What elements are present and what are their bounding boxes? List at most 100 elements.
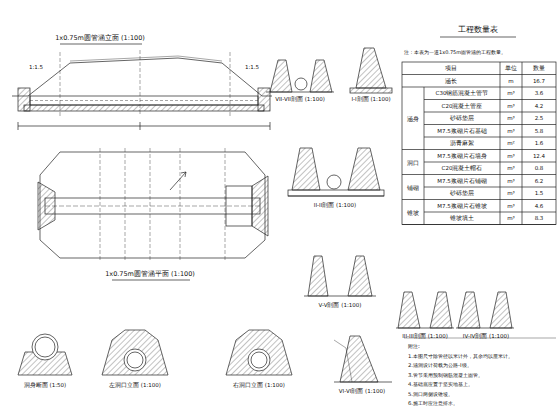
drawing-stroke <box>125 148 126 262</box>
table-cell: 2.5 <box>535 115 544 121</box>
drawing-stroke <box>225 148 226 262</box>
drawing-stroke <box>348 148 380 190</box>
drawing-stroke <box>348 256 372 296</box>
table-cell: 1.6 <box>535 140 544 146</box>
drawing-stroke <box>402 174 556 175</box>
drawing-stroke <box>424 187 556 188</box>
table-cell: C20混凝土管座 <box>442 103 483 109</box>
drawing-stroke <box>251 352 267 368</box>
table-cell: 12.4 <box>533 153 545 159</box>
drawing-stroke <box>12 58 272 96</box>
table-cell: 16.7 <box>533 78 545 84</box>
table-cell: M7.5浆砌片石墙身 <box>437 153 487 159</box>
table-cell: m³ <box>507 115 515 121</box>
drawing-stroke <box>304 296 376 297</box>
drawing-stroke <box>440 37 516 38</box>
drawing-stroke <box>288 190 384 196</box>
table-cell: M7.5浆砌片石基础 <box>437 128 487 134</box>
table-cell: m³ <box>507 128 515 134</box>
view-title: 洞身断面 (1:50) <box>24 382 66 388</box>
table-cell: m <box>508 78 513 84</box>
table-cell: m³ <box>507 215 515 221</box>
drawing-stroke <box>100 148 101 262</box>
table-cell: 4.6 <box>535 203 544 209</box>
drawing-stroke <box>127 352 143 368</box>
drawing-stroke <box>424 212 556 213</box>
drawing-stroke <box>340 336 378 382</box>
drawing-stroke <box>124 349 146 371</box>
drawing-stroke <box>350 88 392 93</box>
table-cell: 沥青麻絮 <box>450 140 474 146</box>
section-title: VII-VII剖面 (1:100) <box>275 96 325 102</box>
section-views <box>266 48 514 382</box>
drawing-stroke <box>522 62 523 225</box>
table-cell: m³ <box>507 190 515 196</box>
drawing-stroke <box>32 334 58 360</box>
view-title: 1x0.75m圆管涵平面 (1:100) <box>105 271 195 278</box>
table-cell: m³ <box>507 153 515 159</box>
drawing-stroke <box>180 148 181 262</box>
drawing-stroke <box>35 337 55 357</box>
table-cell: 锥坡填土 <box>450 215 474 221</box>
drawing-stroke <box>424 137 556 138</box>
table-grid <box>402 62 556 225</box>
drawing-stroke <box>60 52 61 116</box>
drawing-stroke <box>226 186 252 226</box>
table-cell: C20混凝土帽石 <box>442 165 483 171</box>
table-cell: C30钢筋混凝土管节 <box>436 90 489 96</box>
view-title: 1x0.75m圆管涵立面 (1:100) <box>55 35 145 42</box>
table-cell: m³ <box>507 165 515 171</box>
drawing-stroke <box>30 100 258 101</box>
drawing-stroke <box>292 148 320 190</box>
drawing-stroke <box>402 87 556 88</box>
drawing-stroke <box>140 122 141 130</box>
table-cell: m² <box>507 140 515 146</box>
bottom-views <box>18 37 516 375</box>
drawing-stroke <box>60 44 142 45</box>
table-group: 铺砌 <box>407 185 419 191</box>
table-cell: m³ <box>507 103 515 109</box>
drawing-stroke <box>112 280 190 281</box>
table-cell: 4.2 <box>535 103 544 109</box>
drawing-stroke <box>170 172 186 190</box>
drawing-stroke <box>102 330 168 375</box>
section-title: V-V剖面 (1:100) <box>319 302 362 308</box>
drawing-stroke <box>70 56 222 61</box>
table-group: 锥坡 <box>407 210 419 216</box>
table-cell: M7.5浆砌片石锥坡 <box>437 203 487 209</box>
drawing-stroke <box>150 148 151 262</box>
drawing-stroke <box>308 256 328 296</box>
drawing-stroke <box>310 60 332 92</box>
drawing-stroke <box>334 340 352 382</box>
slope-ratio: 1:1.5 <box>29 64 43 70</box>
note-text: 6.施工时应注意排水。 <box>408 401 458 407</box>
drawing-stroke <box>396 328 454 329</box>
table-cell: 1.5 <box>535 190 544 196</box>
drawing-stroke <box>424 200 425 225</box>
drawing-stroke <box>402 74 556 75</box>
note-text: 5.洞口两侧设锥坡。 <box>408 392 453 398</box>
table-cell: 0.8 <box>535 165 544 171</box>
plan-view <box>38 148 268 280</box>
section-title: IV-IV剖面 (1:100) <box>463 333 509 339</box>
table-group: 涵身 <box>407 116 419 122</box>
table-cell: 6.2 <box>535 178 544 184</box>
drawing-stroke <box>38 182 55 230</box>
note-text: 附注: <box>408 344 420 350</box>
drawing-stroke <box>248 349 270 371</box>
drawing-stroke <box>424 150 425 175</box>
note-text: 2.涵洞设计荷载为公路-I级。 <box>408 363 472 369</box>
section-title: I-I剖面 (1:100) <box>351 96 390 102</box>
drawing-stroke <box>424 112 556 113</box>
table-cell: 涵长 <box>445 78 457 84</box>
table-cell: 8.3 <box>535 215 544 221</box>
table-cell: m³ <box>507 203 515 209</box>
table-header: 数量 <box>533 65 545 71</box>
drawing-stroke <box>226 330 292 375</box>
table-note: 注：本表为一道1x0.75m圆管涵的工程数量。 <box>404 50 506 56</box>
drawing-stroke <box>45 206 260 207</box>
slope-ratio: 1:1.5 <box>245 64 259 70</box>
section-title: II-II剖面 (1:100) <box>314 202 356 208</box>
drawing-stroke <box>295 78 307 90</box>
drawing-stroke <box>424 175 425 200</box>
